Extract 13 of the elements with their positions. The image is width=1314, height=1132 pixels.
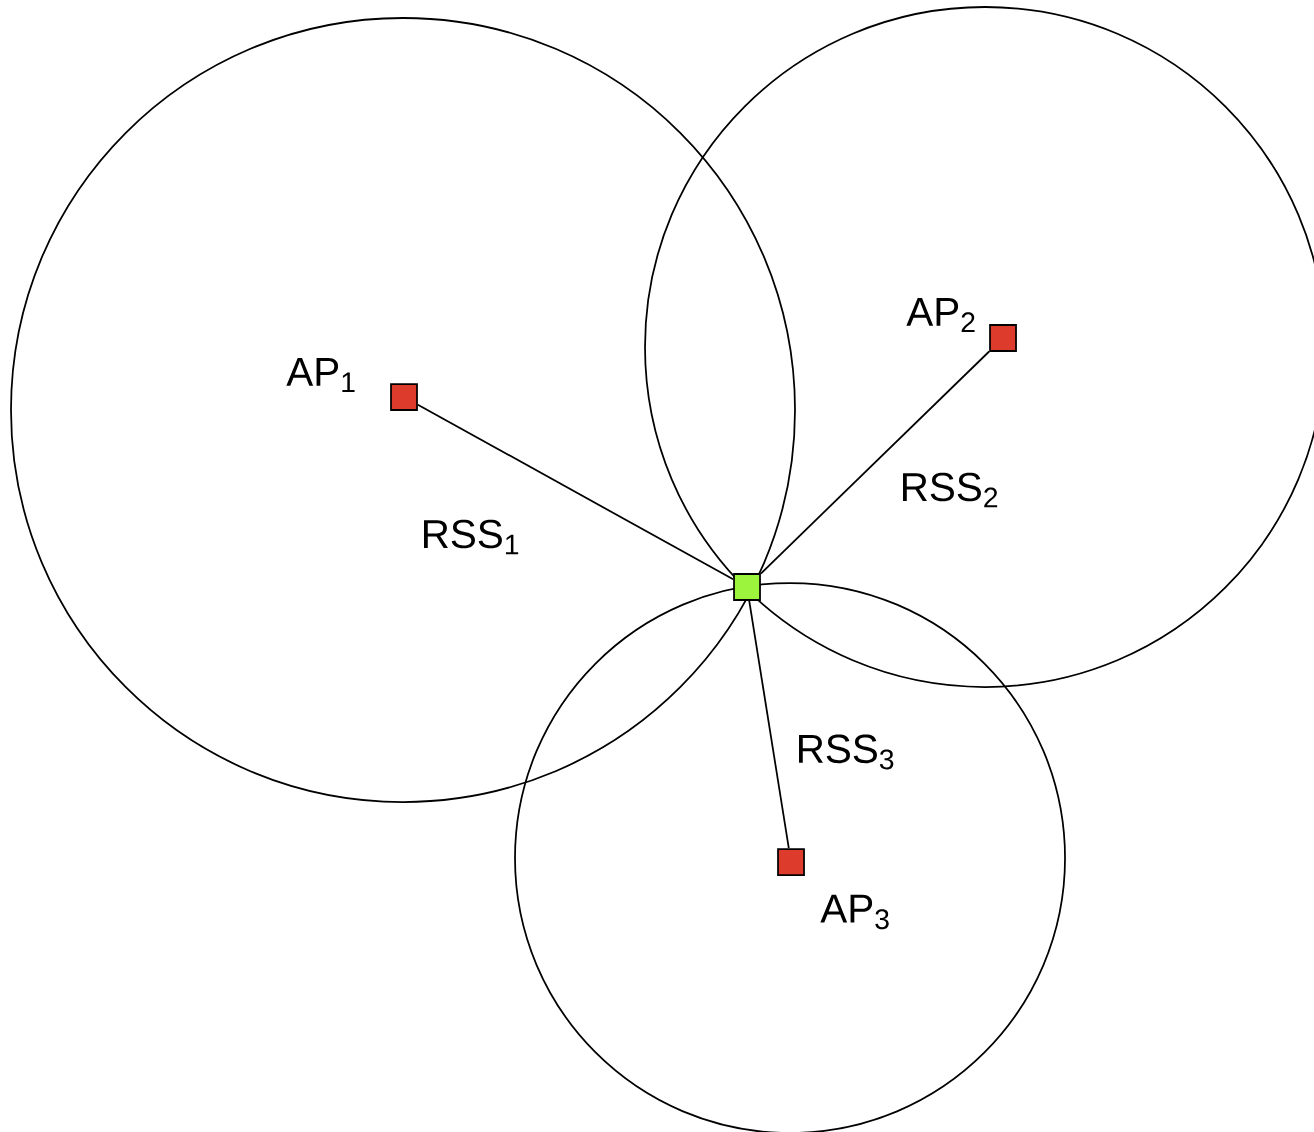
device-square	[733, 573, 761, 601]
connector-line	[417, 403, 734, 581]
edge-label: RSS$_{1}$	[417, 516, 525, 558]
edge-label: RSS$_{3}$	[792, 731, 900, 773]
node-label: AP$_{3}$	[820, 894, 889, 930]
connector-line	[748, 600, 790, 849]
access-point-square	[390, 383, 418, 411]
edge-label: RSS$_{2}$	[896, 469, 1004, 511]
access-point-square	[989, 324, 1017, 352]
connector-line	[760, 350, 990, 575]
node-label: AP$_{1}$	[286, 357, 355, 393]
access-point-square	[777, 848, 805, 876]
node-label: AP$_{2}$	[906, 297, 975, 333]
